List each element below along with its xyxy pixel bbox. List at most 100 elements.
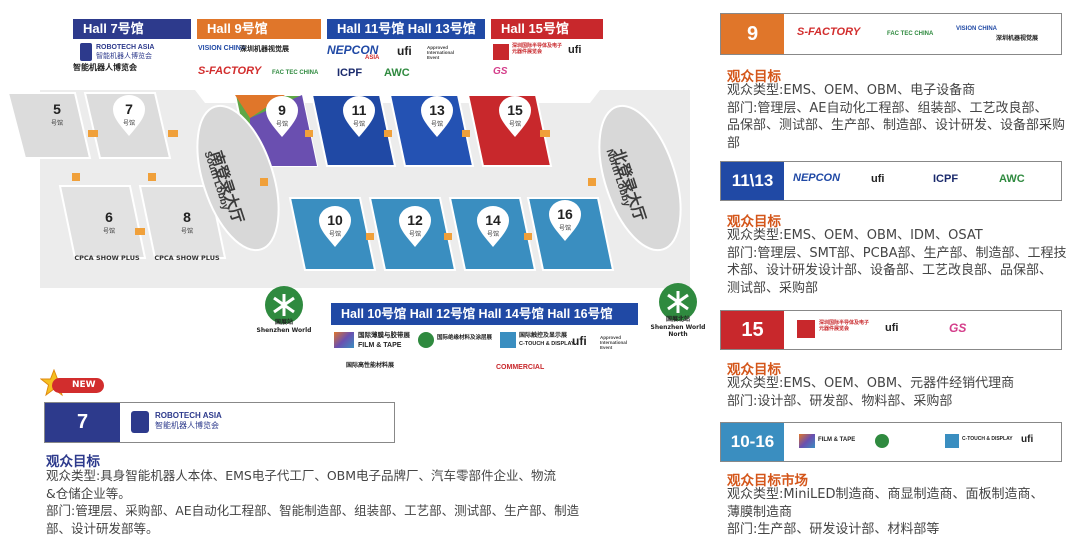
hall-11-num: 11 [351, 102, 367, 118]
hall-11-pin[interactable]: 11 号馆 [342, 96, 376, 138]
card-15-fs-icon [797, 320, 815, 338]
hall-11-13-card-title: 观众目标 [727, 214, 781, 230]
hall-11-13-card-num: 11\13 [721, 162, 784, 200]
hall-10-16-line-1: 观众类型:MiniLED制造商、商显制造商、面板制造商、 [727, 487, 1044, 502]
ufi-note-top: Approved International Event [427, 45, 455, 60]
robotech-card-cn: 智能机器人博览会 [155, 421, 219, 430]
card-11-icpf: ICPF [933, 173, 959, 185]
hall-11-13-line-2: 部门:管理层、SMT部、PCBA部、生产部、制造部、工程技 [727, 245, 1067, 261]
hall-7-pin[interactable]: 7 号馆 [112, 95, 146, 137]
hall-9-pin[interactable]: 9 号馆 [265, 96, 299, 138]
hall-7-line-3: 部门:管理层、采购部、AE自动化工程部、智能制造部、组装部、工艺部、测试部、生产… [46, 503, 580, 518]
hall-6-pin[interactable]: 6 号馆 [92, 203, 126, 245]
robotech-caption: 智能机器人博览会 [73, 63, 137, 72]
hall-10-16-card-head: 10-16 FILM & TAPE C-TOUCH & DISPLAY ufi [720, 422, 1062, 462]
card-16-ctouch: C-TOUCH & DISPLAY [962, 436, 1013, 442]
hall-15-line-1: 观众类型:EMS、OEM、OBM、元器件经销代理商 [727, 376, 1015, 391]
new-badge: NEW [52, 378, 104, 393]
film-tape-en: FILM & TAPE [358, 342, 402, 349]
hall-10-sub: 号馆 [328, 231, 341, 238]
hall-15-pin[interactable]: 15 号馆 [498, 96, 532, 138]
hall-9-line-3: 品保部、测试部、生产部、制造部、设计研发、设备部采购 [727, 118, 1066, 133]
card-15-fs-cn: 深圳国际半导体及电子元器件展览会 [819, 320, 870, 332]
card-15-gs: GS [949, 321, 967, 335]
station-1-label: 国展站 Shenzhen World [249, 319, 319, 334]
hall-13-num: 13 [429, 102, 445, 118]
hall-11-13-line-1: 观众类型:EMS、OEM、OBM、IDM、OSAT [727, 228, 983, 243]
hall-16-num: 16 [557, 206, 573, 222]
station-1-en: Shenzhen World [256, 326, 312, 334]
fs-cn-text: 深圳国际半导体及电子元器件展览会 [512, 43, 563, 55]
hall-10-16-line-3: 部门:生产部、研发设计部、材料部等 [727, 522, 940, 537]
icpf-logo: ICPF [337, 67, 363, 79]
station-1-cn: 国展站 [274, 319, 293, 326]
hall-13-pin[interactable]: 13 号馆 [420, 96, 454, 138]
hall-11-13-card-head: 11\13 NEPCON ufi ICPF AWC [720, 161, 1062, 201]
hall-9-tag: Hall 9号馆 [197, 19, 321, 39]
hall-12-pin[interactable]: 12 号馆 [398, 206, 432, 248]
card-11-ufi: ufi [871, 173, 885, 185]
hall-16-sub: 号馆 [558, 225, 571, 232]
hall-15-sub: 号馆 [508, 121, 521, 128]
fs-logo [493, 44, 509, 60]
hall-9-card-body: 观众类型:EMS、OEM、OBM、电子设备商 部门:管理层、AE自动化工程部、组… [727, 82, 1077, 152]
robotech-card-logo-icon [131, 411, 149, 433]
hall-11-13-line-3: 术部、设计研发设计部、设备部、工艺改良部、品保部、 [727, 263, 1053, 278]
hall-5-pin[interactable]: 5 号馆 [40, 95, 74, 137]
ctouch-icon [500, 332, 516, 348]
robotech-logo: ROBOTECH ASIA 智能机器人博览会 [80, 43, 190, 65]
hall-15-card-head: 15 深圳国际半导体及电子元器件展览会 ufi GS [720, 310, 1062, 350]
hall-16-pin[interactable]: 16 号馆 [548, 200, 582, 242]
hall-8-sub: 号馆 [180, 228, 193, 235]
hall-10-pin[interactable]: 10 号馆 [318, 206, 352, 248]
commercial-logo: COMMERCIAL [496, 364, 545, 371]
ufi-note-bottom: Approved International Event [600, 335, 628, 350]
hall-9-line-2: 部门:管理层、AE自动化工程部、组装部、工艺改良部、 [727, 100, 1048, 116]
card-16-ufi: ufi [1021, 434, 1034, 445]
hall-7-line-2: &仓储企业等。 [46, 485, 131, 501]
nepcon-logo: NEPCON [327, 43, 379, 57]
hall-11-13-line-4: 测试部、采购部 [727, 280, 819, 296]
hall-8-pin[interactable]: 8 号馆 [170, 203, 204, 245]
hall-7-card-body: 观众类型:具身智能机器人本体、EMS电子代工厂、OBM电子品牌厂、汽车零部件企业… [46, 467, 646, 537]
hall-9-line-1: 观众类型:EMS、OEM、OBM、电子设备商 [727, 83, 976, 98]
hall-7-sub: 号馆 [122, 120, 135, 127]
station-2-en: Shenzhen World North [650, 323, 706, 339]
hall-11-13-card-body: 观众类型:EMS、OEM、OBM、IDM、OSAT 部门:管理层、SMT部、PC… [727, 227, 1077, 297]
robotech-name: ROBOTECH ASIA [96, 44, 155, 51]
hall-14-pin[interactable]: 14 号馆 [476, 206, 510, 248]
hall-6-num: 6 [105, 209, 113, 225]
hall-10-16-card-body: 观众类型:MiniLED制造商、商显制造商、面板制造商、 薄膜制造商 部门:生产… [727, 486, 1077, 539]
card-16-ctouch-icon [945, 434, 959, 448]
hall-9-card-num: 9 [721, 14, 784, 54]
hall-7-num: 7 [125, 101, 133, 117]
adhesive-cn: 国际绝缘材料及涂层展 [437, 335, 493, 341]
robotech-card-name: ROBOTECH ASIA [155, 411, 222, 420]
hall-9-card-title: 观众目标 [727, 69, 781, 85]
nepcon-asia-text: ASIA [365, 55, 380, 61]
hall-5-sub: 号馆 [50, 120, 63, 127]
vision-cn-logo: 深圳机器视觉展 [240, 46, 289, 53]
hall-9-num: 9 [278, 102, 286, 118]
hall-13-sub: 号馆 [430, 121, 443, 128]
metro-station-north-icon [659, 283, 697, 321]
station-2-cn: 国展北站 [665, 316, 690, 323]
hall-14-sub: 号馆 [486, 231, 499, 238]
hall-8-num: 8 [183, 209, 191, 225]
fac-tec-logo: FAC TEC CHINA [272, 70, 319, 76]
sfactory-logo: S-FACTORY [198, 65, 262, 77]
card-9-vision: VISION CHINA [956, 26, 998, 32]
hall-7-line-1: 观众类型:具身智能机器人本体、EMS电子代工厂、OBM电子品牌厂、汽车零部件企业… [46, 468, 557, 483]
hall-15-tag: Hall 15号馆 [491, 19, 603, 39]
cpca-show-plus-1: CPCA SHOW PLUS [74, 254, 140, 262]
card-16-film: FILM & TAPE [818, 437, 856, 443]
hall-7-card-num: 7 [45, 403, 120, 442]
vision-china-logo: VISION CHINA [198, 45, 246, 52]
film-tape-icon [334, 332, 354, 348]
hall-15-num: 15 [507, 102, 523, 118]
film-tape-cn: 国际薄膜与胶带展 [358, 332, 410, 339]
hall-10-16-line-2: 薄膜制造商 [727, 504, 793, 520]
hall-10-16-bar: Hall 10号馆 Hall 12号馆 Hall 14号馆 Hall 16号馆 [331, 303, 638, 325]
hall-12-num: 12 [407, 212, 423, 228]
cpca-show-plus-2: CPCA SHOW PLUS [154, 254, 220, 262]
